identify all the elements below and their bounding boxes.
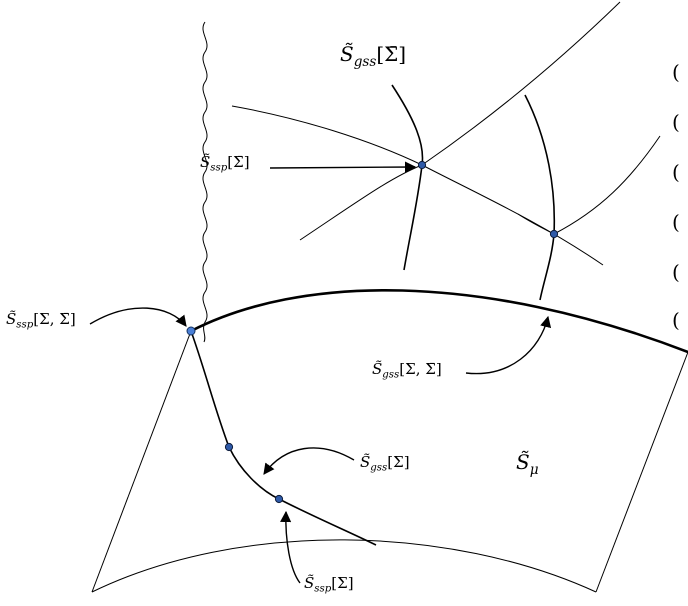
node-gss-sigma [224, 442, 234, 452]
label-s-gss-sigma-bar: S̃gss[Σ, Σ̄] [372, 362, 442, 381]
label-main: S̃ [340, 42, 354, 66]
line-left-to-top-right [299, 1, 621, 241]
edge-mark: ( [672, 308, 680, 332]
label-s-ssp-sigma-bar: S̃ssp[Σ, Σ̄] [6, 312, 76, 331]
node-ssp-sigma-bar [186, 326, 196, 336]
edge-mark: ( [672, 210, 680, 234]
label-sub: gss [370, 462, 388, 474]
label-s-ssp-bar: S̃ssp[Σ̄] [200, 155, 250, 174]
label-sub: gss [353, 53, 377, 70]
label-arg: [Σ̄] [227, 153, 250, 171]
label-sub: gss [382, 369, 400, 381]
label-arg: [Σ] [331, 574, 354, 592]
edge-mark: ( [672, 160, 680, 184]
label-arg: [Σ] [387, 453, 410, 471]
label-sub: ssp [210, 162, 228, 174]
node-gss-bar-1 [417, 160, 427, 170]
region-bottom-edge [91, 539, 597, 593]
label-main: S̃ [516, 450, 530, 474]
gss-bar-curve-2 [524, 94, 556, 301]
region-left-edge [91, 330, 192, 593]
region-right-edge [595, 351, 688, 593]
label-s-gss-bar: S̃gss[Σ̄] [340, 44, 406, 69]
label-arg: [Σ, Σ̄] [33, 310, 76, 328]
wavy-boundary [202, 21, 208, 343]
edge-mark: ( [672, 110, 680, 134]
edge-mark: ( [672, 260, 680, 284]
label-main: S̃ [360, 453, 371, 471]
arrow-ssp-bar [269, 161, 417, 173]
edge-mark: ( [672, 60, 680, 84]
label-s-gss-sigma: S̃gss[Σ] [360, 455, 410, 474]
line-through-second-node [517, 135, 661, 235]
label-sub: μ [529, 461, 539, 478]
label-arg: [Σ, Σ̄] [399, 360, 442, 378]
arrow-gss-sigma-bar [465, 315, 552, 375]
label-s-ssp-sigma: S̃ssp[Σ] [304, 576, 354, 595]
line-top-left-to-lower-right [231, 105, 604, 266]
node-ssp-sigma [274, 494, 284, 504]
ssp-gss-path [190, 330, 377, 546]
arrow-gss-sigma [263, 447, 355, 475]
label-main: S̃ [304, 574, 315, 592]
label-main: S̃ [372, 360, 383, 378]
arrow-ssp-sigma-bar [89, 307, 187, 327]
label-s-mu: S̃μ [516, 452, 539, 477]
thick-boundary-curve [190, 289, 688, 354]
label-arg: [Σ̄] [376, 42, 407, 66]
arrow-ssp-sigma [280, 510, 301, 584]
label-main: S̃ [200, 153, 211, 171]
label-sub: ssp [16, 319, 34, 331]
label-main: S̃ [6, 310, 17, 328]
node-gss-bar-2 [549, 229, 559, 239]
label-sub: ssp [314, 583, 332, 595]
